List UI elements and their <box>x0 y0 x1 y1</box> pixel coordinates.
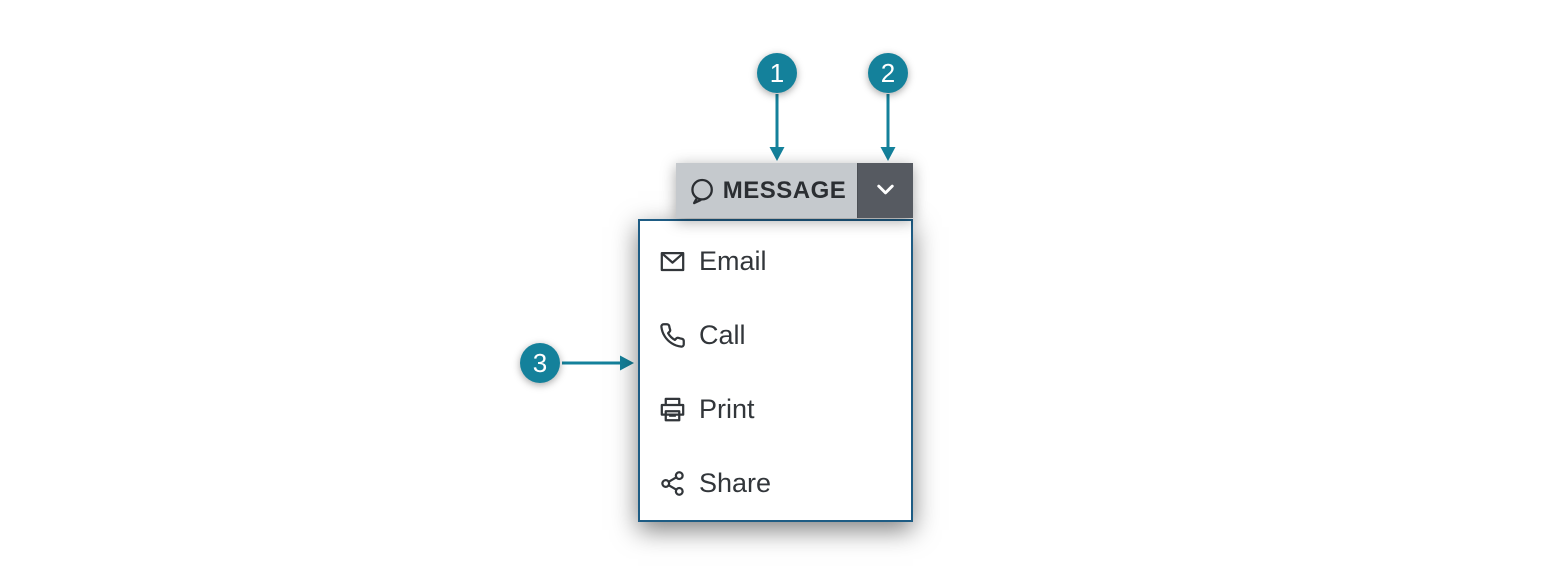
callout-badge-1: 1 <box>757 53 797 93</box>
dropdown-menu: Email Call Print <box>638 219 913 522</box>
menu-item-label: Email <box>699 245 767 276</box>
callout-arrow-2 <box>880 94 896 161</box>
message-button-label: MESSAGE <box>722 176 847 204</box>
menu-item-print[interactable]: Print <box>640 372 911 446</box>
message-split-button: MESSAGE <box>676 163 913 218</box>
chevron-down-icon <box>872 176 899 206</box>
chat-bubble-icon <box>687 177 714 205</box>
menu-item-label: Print <box>699 393 755 424</box>
phone-icon <box>659 322 686 349</box>
message-button[interactable]: MESSAGE <box>676 163 857 218</box>
dropdown-arrow-button[interactable] <box>857 163 913 218</box>
menu-item-label: Call <box>699 319 746 350</box>
printer-icon <box>659 396 686 423</box>
callout-arrow-1 <box>769 94 785 161</box>
callout-arrow-3 <box>562 355 634 371</box>
menu-item-call[interactable]: Call <box>640 298 911 372</box>
share-icon <box>659 470 686 497</box>
callout-badge-2: 2 <box>868 53 908 93</box>
email-icon <box>659 248 686 275</box>
callout-badge-3: 3 <box>520 343 560 383</box>
menu-item-share[interactable]: Share <box>640 446 911 520</box>
menu-item-email[interactable]: Email <box>640 224 911 298</box>
menu-item-label: Share <box>699 467 772 498</box>
